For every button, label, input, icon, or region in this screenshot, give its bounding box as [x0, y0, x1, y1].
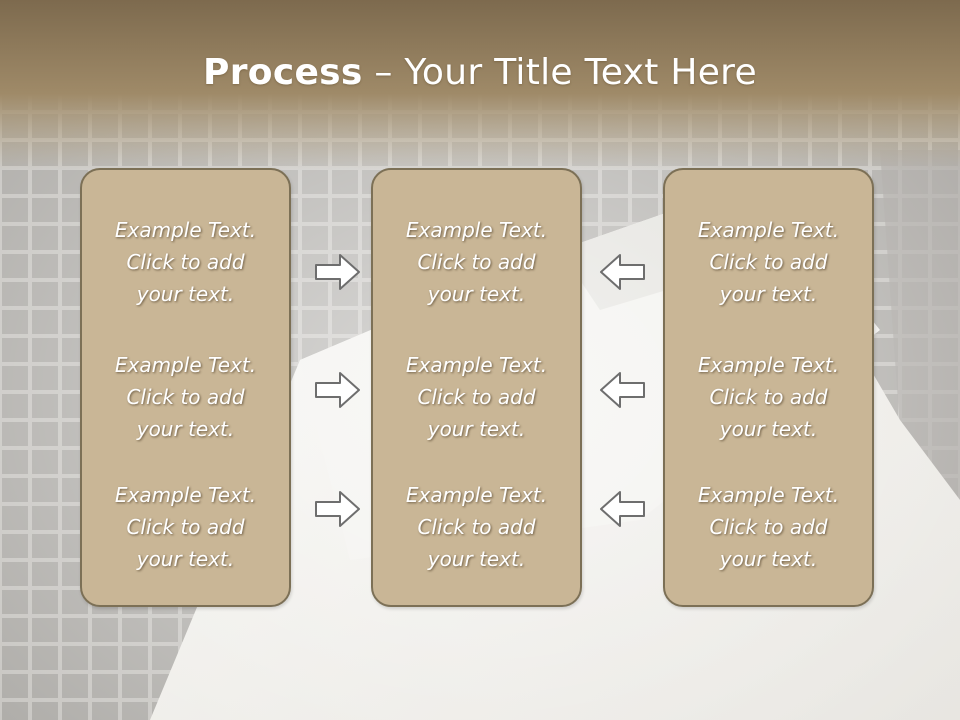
- text-line: Click to add: [709, 250, 828, 274]
- text-line: Click to add: [126, 385, 245, 409]
- right-arrow-icon[interactable]: [314, 252, 362, 292]
- left-arrow-icon[interactable]: [598, 370, 646, 410]
- text-line: Example Text.: [697, 353, 840, 377]
- title-rest-text: – Your Title Text Here: [362, 52, 757, 93]
- text-line: your text.: [427, 547, 526, 571]
- left-process-box[interactable]: Example Text. Click to add your text. Ex…: [80, 168, 291, 607]
- text-line: your text.: [719, 417, 818, 441]
- text-line: Example Text.: [114, 483, 257, 507]
- text-placeholder[interactable]: Example Text. Click to add your text.: [665, 214, 872, 310]
- text-placeholder[interactable]: Example Text. Click to add your text.: [373, 479, 580, 575]
- text-line: your text.: [719, 282, 818, 306]
- text-line: Click to add: [709, 385, 828, 409]
- text-line: Click to add: [126, 250, 245, 274]
- title-bold-word: Process: [203, 52, 363, 93]
- text-line: your text.: [136, 417, 235, 441]
- text-line: your text.: [427, 417, 526, 441]
- text-placeholder[interactable]: Example Text. Click to add your text.: [665, 349, 872, 445]
- text-placeholder[interactable]: Example Text. Click to add your text.: [82, 479, 289, 575]
- text-line: Example Text.: [114, 218, 257, 242]
- text-line: Example Text.: [405, 353, 548, 377]
- text-placeholder[interactable]: Example Text. Click to add your text.: [82, 349, 289, 445]
- text-line: Example Text.: [114, 353, 257, 377]
- right-arrow-icon[interactable]: [314, 489, 362, 529]
- text-placeholder[interactable]: Example Text. Click to add your text.: [373, 214, 580, 310]
- text-line: Example Text.: [697, 483, 840, 507]
- text-line: Click to add: [417, 250, 536, 274]
- text-placeholder[interactable]: Example Text. Click to add your text.: [373, 349, 580, 445]
- text-line: Example Text.: [405, 218, 548, 242]
- text-line: Click to add: [417, 385, 536, 409]
- text-line: Example Text.: [697, 218, 840, 242]
- left-arrow-icon[interactable]: [598, 489, 646, 529]
- text-line: Click to add: [417, 515, 536, 539]
- text-line: Example Text.: [405, 483, 548, 507]
- text-line: your text.: [719, 547, 818, 571]
- text-line: your text.: [136, 282, 235, 306]
- right-process-box[interactable]: Example Text. Click to add your text. Ex…: [663, 168, 874, 607]
- text-line: Click to add: [126, 515, 245, 539]
- text-placeholder[interactable]: Example Text. Click to add your text.: [82, 214, 289, 310]
- slide-title[interactable]: Process – Your Title Text Here: [0, 52, 960, 93]
- center-process-box[interactable]: Example Text. Click to add your text. Ex…: [371, 168, 582, 607]
- right-arrow-icon[interactable]: [314, 370, 362, 410]
- text-line: your text.: [427, 282, 526, 306]
- text-line: Click to add: [709, 515, 828, 539]
- left-arrow-icon[interactable]: [598, 252, 646, 292]
- text-placeholder[interactable]: Example Text. Click to add your text.: [665, 479, 872, 575]
- text-line: your text.: [136, 547, 235, 571]
